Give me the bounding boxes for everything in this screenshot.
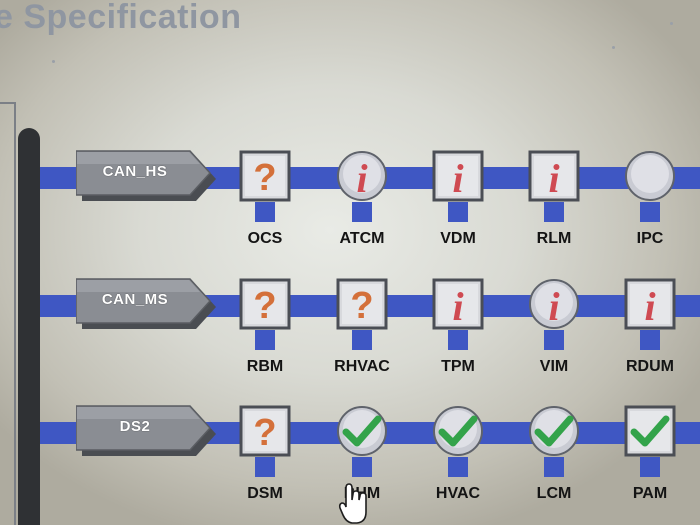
bus-arrow-shape xyxy=(76,405,216,456)
checkmark-icon xyxy=(529,406,579,456)
bus-label-ds2[interactable]: DS2 xyxy=(76,404,216,458)
hand-cursor-icon xyxy=(338,483,367,524)
bus-label-text: DS2 xyxy=(119,418,151,435)
module-connector xyxy=(448,457,468,477)
module-label: HVAC xyxy=(435,485,481,502)
module-node-bhm[interactable] xyxy=(336,405,388,457)
module-label: ATCM xyxy=(339,230,385,247)
decor-dot xyxy=(612,46,615,49)
bus-trunk xyxy=(18,128,40,525)
svg-text:?: ? xyxy=(350,285,373,327)
module-node-rbm[interactable]: ? xyxy=(239,278,291,330)
module-connector xyxy=(352,330,372,350)
svg-text:?: ? xyxy=(253,157,276,199)
module-node-hvac[interactable] xyxy=(432,405,484,457)
info-icon: i xyxy=(529,279,579,329)
module-node-vim[interactable]: i xyxy=(528,278,580,330)
info-icon: i xyxy=(432,278,484,330)
module-label: TPM xyxy=(441,358,475,375)
svg-text:i: i xyxy=(452,156,463,201)
module-connector xyxy=(255,457,275,477)
question-mark-icon: ? xyxy=(239,278,291,330)
question-mark-icon: ? xyxy=(336,278,388,330)
decor-dot xyxy=(52,60,55,63)
checkmark-icon xyxy=(624,405,676,457)
module-connector xyxy=(640,457,660,477)
module-node-rhvac[interactable]: ? xyxy=(336,278,388,330)
module-label: LCM xyxy=(536,485,572,502)
module-label: RHVAC xyxy=(334,358,390,375)
info-icon: i xyxy=(337,151,387,201)
module-connector xyxy=(544,330,564,350)
bus-arrow-shape xyxy=(76,150,216,201)
module-connector xyxy=(544,202,564,222)
diagram-frame xyxy=(0,102,16,525)
module-label: IPC xyxy=(636,230,664,247)
svg-text:i: i xyxy=(452,284,463,329)
module-label: RLM xyxy=(536,230,572,247)
module-node-ocs[interactable]: ? xyxy=(239,150,291,202)
info-icon: i xyxy=(528,150,580,202)
checkmark-icon xyxy=(433,406,483,456)
module-node-ipc[interactable] xyxy=(624,150,676,202)
bus-label-text: CAN_MS xyxy=(101,291,169,308)
module-node-tpm[interactable]: i xyxy=(432,278,484,330)
svg-text:i: i xyxy=(644,284,655,329)
module-node-dsm[interactable]: ? xyxy=(239,405,291,457)
module-node-atcm[interactable]: i xyxy=(336,150,388,202)
module-node-rdum[interactable]: i xyxy=(624,278,676,330)
module-connector xyxy=(255,202,275,222)
blank-module-icon xyxy=(625,151,675,201)
module-node-vdm[interactable]: i xyxy=(432,150,484,202)
module-label: VIM xyxy=(539,358,569,375)
svg-text:i: i xyxy=(356,156,367,201)
module-connector xyxy=(448,330,468,350)
module-node-lcm[interactable] xyxy=(528,405,580,457)
module-label: RDUM xyxy=(626,358,674,375)
module-label: VDM xyxy=(440,230,476,247)
module-node-pam[interactable] xyxy=(624,405,676,457)
svg-text:i: i xyxy=(548,156,559,201)
module-label: RBM xyxy=(246,358,284,375)
question-mark-icon: ? xyxy=(239,405,291,457)
svg-text:i: i xyxy=(548,284,559,329)
module-connector xyxy=(352,457,372,477)
module-connector xyxy=(640,330,660,350)
module-connector xyxy=(255,330,275,350)
bus-label-can-ms[interactable]: CAN_MS xyxy=(76,277,216,331)
bus-label-text: CAN_HS xyxy=(102,163,168,180)
decor-dot xyxy=(670,22,673,25)
checkmark-icon xyxy=(337,406,387,456)
page-title: e Specification xyxy=(0,0,242,36)
module-label: OCS xyxy=(247,230,283,247)
info-icon: i xyxy=(624,278,676,330)
module-label: PAM xyxy=(632,485,668,502)
module-connector xyxy=(448,202,468,222)
module-node-rlm[interactable]: i xyxy=(528,150,580,202)
module-connector xyxy=(352,202,372,222)
bus-arrow-shape xyxy=(76,278,216,329)
bus-label-can-hs[interactable]: CAN_HS xyxy=(76,149,216,203)
svg-text:?: ? xyxy=(253,412,276,454)
module-label: DSM xyxy=(247,485,283,502)
question-mark-icon: ? xyxy=(239,150,291,202)
info-icon: i xyxy=(432,150,484,202)
module-connector xyxy=(544,457,564,477)
module-connector xyxy=(640,202,660,222)
svg-text:?: ? xyxy=(253,285,276,327)
